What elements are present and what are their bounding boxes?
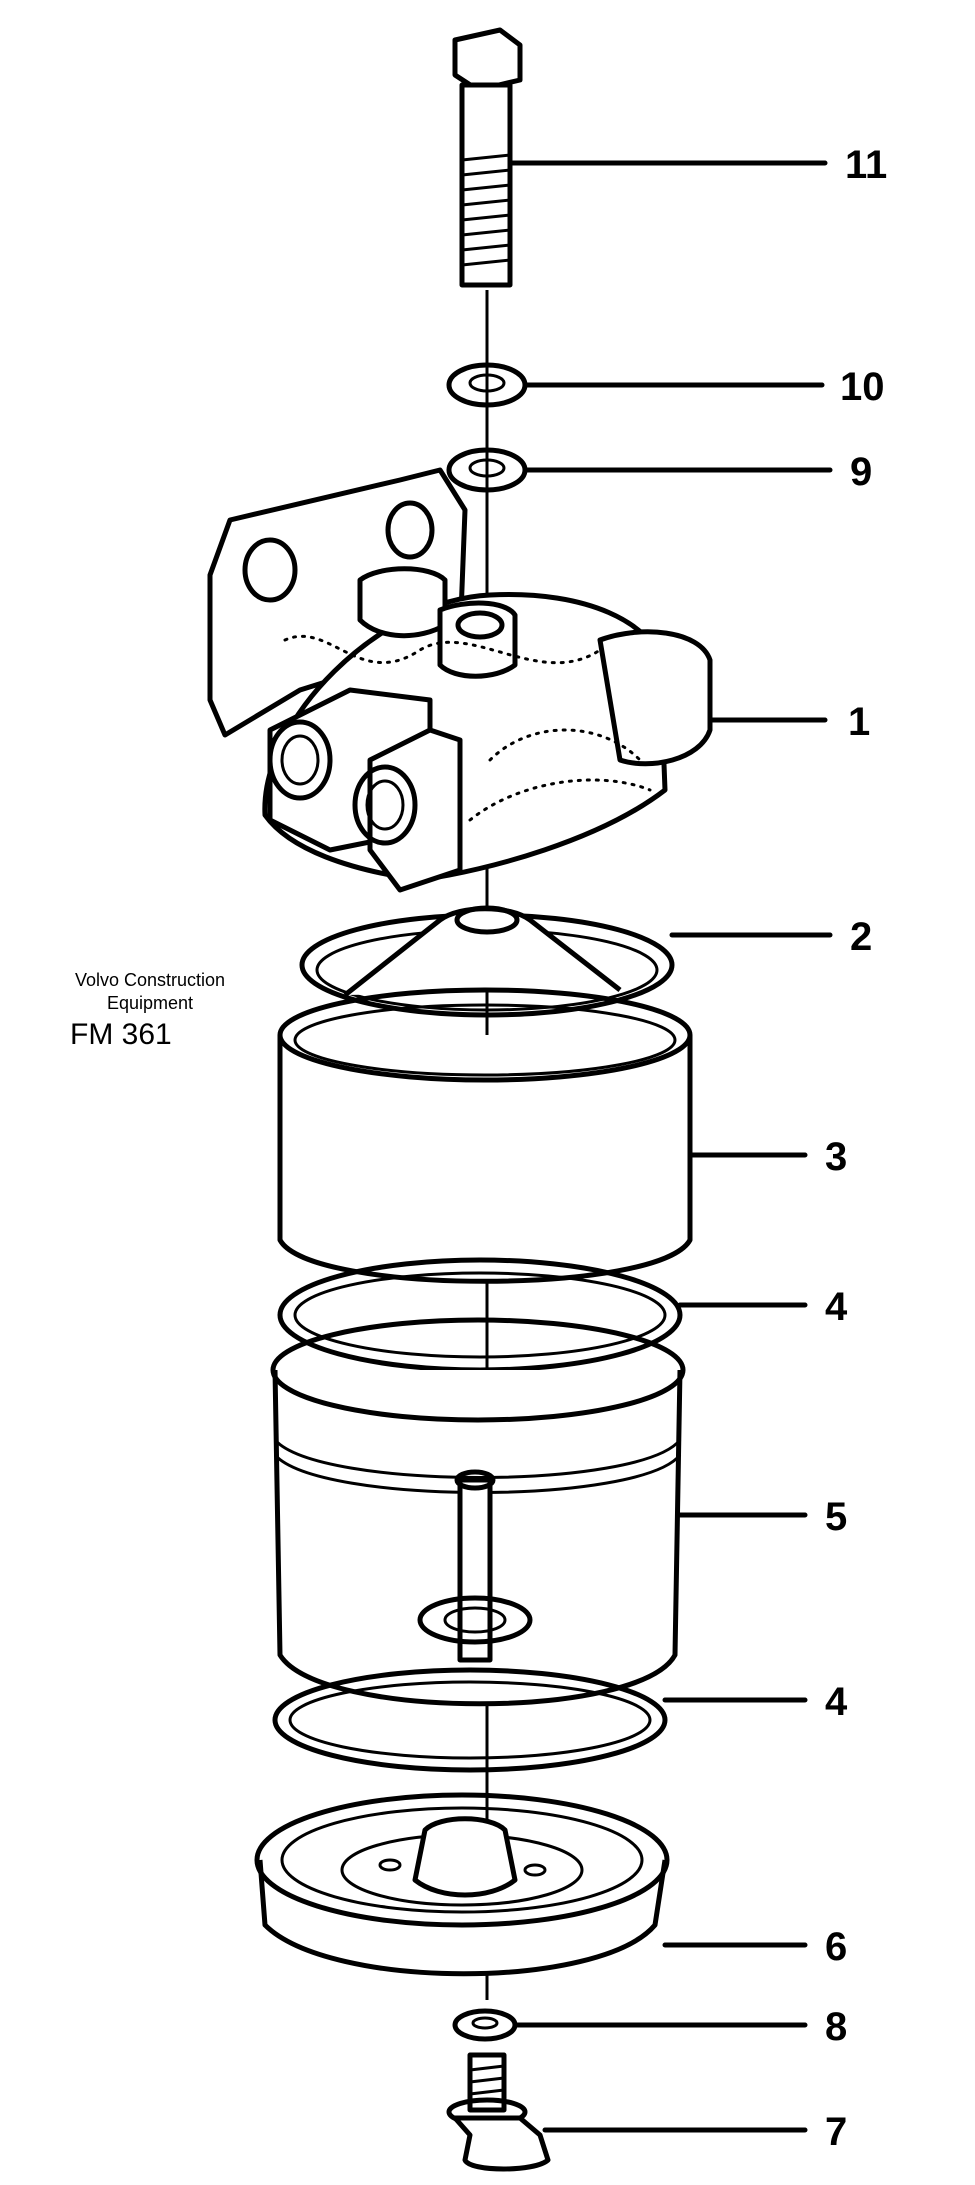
callout-2: 2 — [850, 915, 872, 959]
publisher-credit: Volvo Construction Equipment — [0, 970, 300, 1014]
credit-line-2: Equipment — [106, 993, 194, 1013]
o-ring-part-2 — [299, 905, 675, 1018]
callout-9: 9 — [850, 450, 872, 494]
callout-7: 7 — [825, 2110, 847, 2154]
callout-3: 3 — [825, 1135, 847, 1179]
callout-6: 6 — [825, 1925, 847, 1969]
credit-line-1: Volvo Construction — [74, 970, 226, 990]
callout-5: 5 — [825, 1495, 847, 1539]
figure-code: FM 361 — [70, 1018, 172, 1051]
base-part-6 — [254, 1792, 670, 1977]
bolt-part-11 — [452, 27, 523, 288]
callout-8: 8 — [825, 2005, 847, 2049]
filter-element-part-3 — [277, 987, 693, 1284]
bowl-part-5 — [270, 1317, 686, 1707]
callout-4-lower: 4 — [825, 1680, 848, 1724]
leader-lines — [507, 160, 833, 2133]
washer-part-8 — [452, 2008, 518, 2042]
callout-1: 1 — [848, 700, 870, 744]
callout-11: 11 — [845, 143, 887, 187]
callout-10: 10 — [840, 365, 885, 409]
callout-4-upper: 4 — [825, 1285, 848, 1329]
filter-head-part-1 — [207, 467, 713, 893]
gasket-part-4-lower — [272, 1667, 668, 1773]
drain-screw-part-7 — [446, 2052, 551, 2172]
